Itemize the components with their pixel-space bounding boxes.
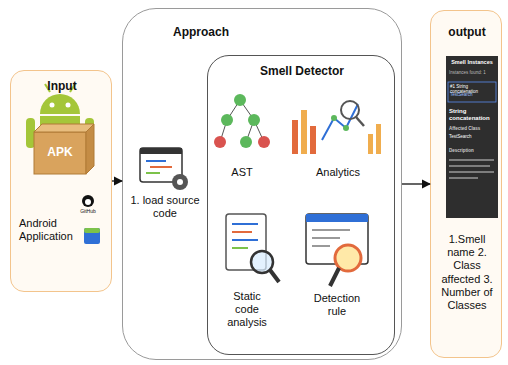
icon-text: APK — [34, 145, 86, 159]
flow-arrow — [402, 183, 430, 184]
screen-text: TestSearch — [449, 134, 497, 139]
node-text: Android Application — [19, 217, 83, 243]
node-title: output — [431, 25, 503, 39]
screen-text: Affected Class — [449, 126, 497, 131]
icon-caption: AST — [214, 166, 270, 179]
icon-caption: Detection rule — [304, 292, 370, 318]
step-label: 1. load source code — [128, 194, 202, 220]
icon-caption: Static code analysis — [222, 290, 272, 330]
screen-text: Instances found: 1 — [449, 70, 497, 75]
node-title: Input — [11, 79, 113, 93]
input-panel: InputAndroid Application — [10, 70, 112, 292]
screen-text: Description — [449, 148, 497, 153]
node-text: 1.Smell name 2. Class affected 3. Number… — [436, 233, 498, 312]
screen-text: Smell Instances — [447, 59, 497, 66]
node-title: Approach — [173, 25, 263, 39]
screen-text: String concatenation — [449, 108, 497, 122]
flow-arrow — [112, 180, 122, 181]
node-title: Smell Detector — [208, 64, 396, 78]
approach-panel: ApproachSmell Detector — [122, 8, 402, 360]
icon-caption: Analytics — [300, 166, 376, 179]
screen-text: TestSearch — [450, 92, 496, 97]
logo-caption: GitHub — [70, 208, 106, 214]
